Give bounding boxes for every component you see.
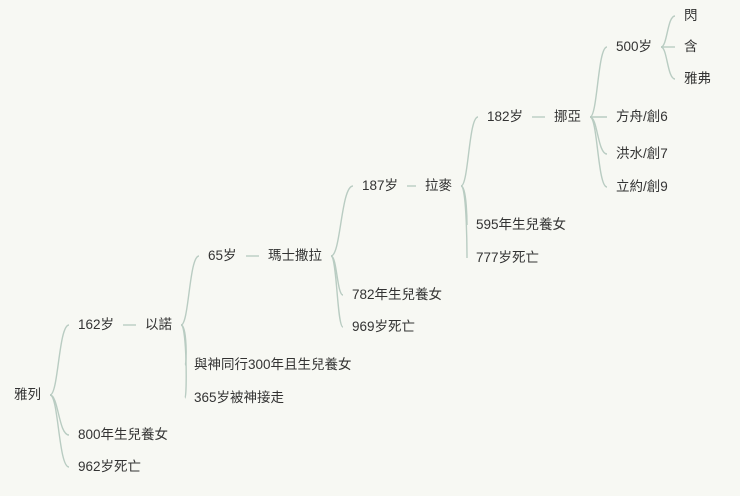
mindmap-node[interactable]: 782年生兒養女 xyxy=(352,286,443,302)
mindmap-node[interactable]: 雅列 xyxy=(14,386,41,402)
mindmap-node[interactable]: 以諾 xyxy=(145,316,172,332)
mindmap-connector xyxy=(49,394,70,436)
mindmap-connector xyxy=(180,324,187,399)
mindmap-connector xyxy=(460,185,468,259)
mindmap-connector xyxy=(460,116,479,187)
mindmap-node[interactable]: 777岁死亡 xyxy=(476,249,540,265)
mindmap-node[interactable]: 365岁被神接走 xyxy=(194,389,285,405)
mindmap-node[interactable]: 800年生兒養女 xyxy=(78,426,169,442)
mindmap-connector xyxy=(660,46,676,80)
mindmap-connector xyxy=(180,255,200,326)
mindmap-connector xyxy=(460,185,468,226)
mindmap-connector xyxy=(660,15,676,48)
mindmap-connector xyxy=(589,116,608,188)
mindmap-node[interactable]: 拉麥 xyxy=(425,177,452,193)
mindmap-node[interactable]: 雅弗 xyxy=(684,70,711,86)
mindmap-connector xyxy=(589,116,608,155)
mindmap-node[interactable]: 969岁死亡 xyxy=(352,318,416,334)
mindmap-node[interactable]: 瑪士撒拉 xyxy=(268,247,322,263)
mindmap-node[interactable]: 162岁 xyxy=(78,316,115,332)
mindmap-connector xyxy=(49,394,70,468)
mindmap-connector xyxy=(180,324,187,366)
mindmap-connector xyxy=(330,185,354,257)
mindmap-node[interactable]: 方舟/創6 xyxy=(616,108,668,124)
mindmap-node[interactable]: 閃 xyxy=(684,7,698,23)
mindmap-node[interactable]: 含 xyxy=(684,38,698,54)
mindmap-node[interactable]: 洪水/創7 xyxy=(616,145,668,161)
mindmap-node[interactable]: 立約/創9 xyxy=(616,178,668,194)
mindmap-node[interactable]: 187岁 xyxy=(362,177,399,193)
mindmap-node[interactable]: 500岁 xyxy=(616,38,653,54)
mindmap-node[interactable]: 595年生兒養女 xyxy=(476,216,567,232)
mindmap-node[interactable]: 962岁死亡 xyxy=(78,458,142,474)
mindmap-connector xyxy=(330,255,344,328)
mindmap-connector xyxy=(589,46,608,118)
mindmap-connector xyxy=(330,255,344,296)
mindmap-node[interactable]: 挪亞 xyxy=(554,108,581,124)
mindmap-connector xyxy=(49,324,70,396)
mindmap-node[interactable]: 與神同行300年且生兒養女 xyxy=(194,356,352,372)
mindmap-node[interactable]: 182岁 xyxy=(487,108,524,124)
mindmap-node[interactable]: 65岁 xyxy=(208,247,237,263)
